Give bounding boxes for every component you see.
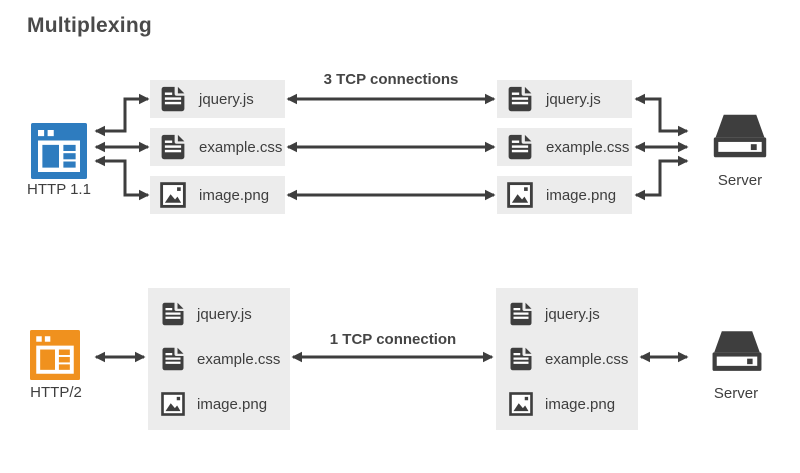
document-icon [161, 302, 185, 326]
file-name: example.css [546, 138, 630, 156]
server-icon-http2 [710, 329, 764, 374]
image-icon [161, 392, 185, 416]
file-name: image.png [545, 395, 616, 413]
file-name: jquery.js [199, 90, 254, 108]
file-item-jquery: jquery.js [509, 301, 638, 327]
file-name: jquery.js [545, 305, 600, 323]
page-title: Multiplexing [27, 14, 152, 37]
file-name: image.png [546, 186, 617, 204]
client-label-http2: HTTP/2 [30, 384, 82, 401]
file-box-image-left: image.png [150, 176, 285, 214]
file-box-image-right: image.png [497, 176, 632, 214]
browser-icon-http11 [31, 123, 87, 179]
tcp-connections-label-http11: 3 TCP connections [323, 71, 459, 88]
document-icon [160, 134, 186, 160]
file-name: example.css [199, 138, 283, 156]
document-icon [161, 347, 185, 371]
file-name: example.css [197, 350, 281, 368]
image-icon [160, 182, 186, 208]
image-icon [509, 392, 533, 416]
server-label-http11: Server [717, 172, 763, 189]
multiplexed-box-left: jquery.js example.css image.png [148, 288, 290, 430]
file-name: example.css [545, 350, 629, 368]
server-label-http2: Server [713, 385, 759, 402]
file-name: jquery.js [546, 90, 601, 108]
tcp-connection-label-http2: 1 TCP connection [329, 331, 457, 348]
file-item-image: image.png [509, 391, 638, 417]
server-icon-http11 [711, 113, 769, 160]
file-item-css: example.css [509, 346, 638, 372]
document-icon [507, 86, 533, 112]
client-label-http11: HTTP 1.1 [27, 181, 91, 198]
browser-icon-http2 [30, 330, 80, 380]
file-name: jquery.js [197, 305, 252, 323]
file-box-jquery-right: jquery.js [497, 80, 632, 118]
file-name: image.png [197, 395, 268, 413]
document-icon [160, 86, 186, 112]
file-item-css: example.css [161, 346, 290, 372]
document-icon [509, 302, 533, 326]
document-icon [507, 134, 533, 160]
file-box-jquery-left: jquery.js [150, 80, 285, 118]
file-name: image.png [199, 186, 270, 204]
image-icon [507, 182, 533, 208]
file-box-css-left: example.css [150, 128, 285, 166]
file-item-image: image.png [161, 391, 290, 417]
document-icon [509, 347, 533, 371]
file-box-css-right: example.css [497, 128, 632, 166]
file-item-jquery: jquery.js [161, 301, 290, 327]
multiplexed-box-right: jquery.js example.css image.png [496, 288, 638, 430]
